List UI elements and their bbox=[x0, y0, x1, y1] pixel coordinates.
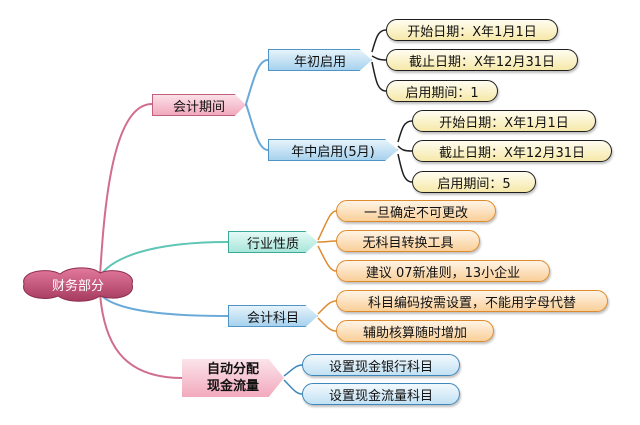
edge-subjects-leaf1 bbox=[317, 300, 337, 315]
branch-auto-line2: 现金流量 bbox=[206, 379, 259, 394]
edge-auto-leaf1 bbox=[283, 364, 303, 377]
branch-start-year-label: 年初启用 bbox=[293, 54, 346, 70]
edge-industry-leaf3 bbox=[317, 245, 337, 272]
branch-auto-cashflow[interactable]: 自动分配 现金流量 bbox=[182, 359, 284, 397]
leaf-start-end-date[interactable]: 截止日期：X年12月31日 bbox=[386, 49, 578, 71]
leaf-text: 启用期间：5 bbox=[437, 176, 511, 192]
edge-root-auto bbox=[99, 293, 183, 379]
leaf-text: 开始日期：X年1月1日 bbox=[439, 115, 569, 131]
edge-subjects-leaf2 bbox=[317, 317, 337, 332]
branch-subjects-label: 会计科目 bbox=[246, 310, 299, 326]
branch-period-label: 会计期间 bbox=[172, 99, 225, 115]
edge-mid-leaf1 bbox=[397, 120, 413, 143]
edge-auto-leaf2 bbox=[283, 379, 303, 395]
leaf-text: 科目编码按需设置，不能用字母代替 bbox=[367, 295, 576, 311]
leaf-mid-begin-date[interactable]: 开始日期：X年1月1日 bbox=[412, 110, 596, 132]
branch-industry-label: 行业性质 bbox=[246, 236, 299, 252]
branch-subjects[interactable]: 会计科目 bbox=[228, 305, 318, 327]
edge-start-leaf1 bbox=[371, 29, 387, 53]
edge-period-mid bbox=[245, 103, 269, 151]
leaf-text: 截止日期：X年12月31日 bbox=[409, 54, 555, 70]
leaf-text: 开始日期：X年1月1日 bbox=[407, 24, 537, 40]
leaf-industry-fixed[interactable]: 一旦确定不可更改 bbox=[336, 200, 496, 222]
root-cloud-shape bbox=[23, 267, 133, 302]
leaf-text: 建议 07新准则，13小企业 bbox=[365, 265, 521, 281]
branch-mid-year-label: 年中启用(5月) bbox=[291, 144, 375, 160]
root-label: 财务部分 bbox=[51, 278, 104, 294]
edge-mid-leaf2 bbox=[397, 145, 413, 152]
edge-start-leaf2 bbox=[371, 55, 387, 61]
leaf-text: 启用期间：1 bbox=[405, 85, 479, 101]
leaf-start-period[interactable]: 启用期间：1 bbox=[386, 80, 498, 102]
leaf-industry-suggest[interactable]: 建议 07新准则，13小企业 bbox=[336, 260, 550, 282]
leaf-mid-end-date[interactable]: 截止日期：X年12月31日 bbox=[412, 140, 612, 162]
leaf-text: 截止日期：X年12月31日 bbox=[439, 145, 585, 161]
branch-industry[interactable]: 行业性质 bbox=[228, 231, 318, 253]
edge-root-period bbox=[99, 103, 153, 277]
leaf-mid-period[interactable]: 启用期间：5 bbox=[412, 171, 536, 193]
leaf-industry-no-convert[interactable]: 无科目转换工具 bbox=[336, 230, 480, 252]
leaf-text: 辅助核算随时增加 bbox=[362, 325, 467, 341]
branch-period[interactable]: 会计期间 bbox=[152, 94, 246, 116]
leaf-text: 设置现金银行科目 bbox=[328, 359, 433, 375]
edge-period-start bbox=[245, 59, 269, 105]
leaf-start-begin-date[interactable]: 开始日期：X年1月1日 bbox=[386, 19, 558, 41]
leaf-text: 无科目转换工具 bbox=[362, 235, 454, 251]
leaf-subjects-aux[interactable]: 辅助核算随时增加 bbox=[336, 320, 494, 342]
leaf-auto-bank[interactable]: 设置现金银行科目 bbox=[302, 354, 460, 376]
edge-industry-leaf1 bbox=[317, 210, 337, 241]
edge-start-leaf3 bbox=[371, 61, 387, 92]
leaf-text: 一旦确定不可更改 bbox=[363, 205, 468, 221]
branch-mid-year[interactable]: 年中启用(5月) bbox=[268, 139, 398, 161]
leaf-auto-cashflow[interactable]: 设置现金流量科目 bbox=[302, 383, 460, 405]
root-node[interactable]: 财务部分 bbox=[18, 265, 138, 303]
edge-root-industry bbox=[99, 241, 229, 277]
edge-industry-leaf2 bbox=[317, 240, 337, 243]
leaf-subjects-coding[interactable]: 科目编码按需设置，不能用字母代替 bbox=[336, 290, 608, 312]
leaf-text: 设置现金流量科目 bbox=[328, 388, 433, 404]
edge-mid-leaf3 bbox=[397, 153, 413, 183]
edge-root-subjects bbox=[99, 293, 229, 317]
branch-auto-line1: 自动分配 bbox=[206, 362, 259, 377]
branch-start-year[interactable]: 年初启用 bbox=[268, 49, 372, 71]
